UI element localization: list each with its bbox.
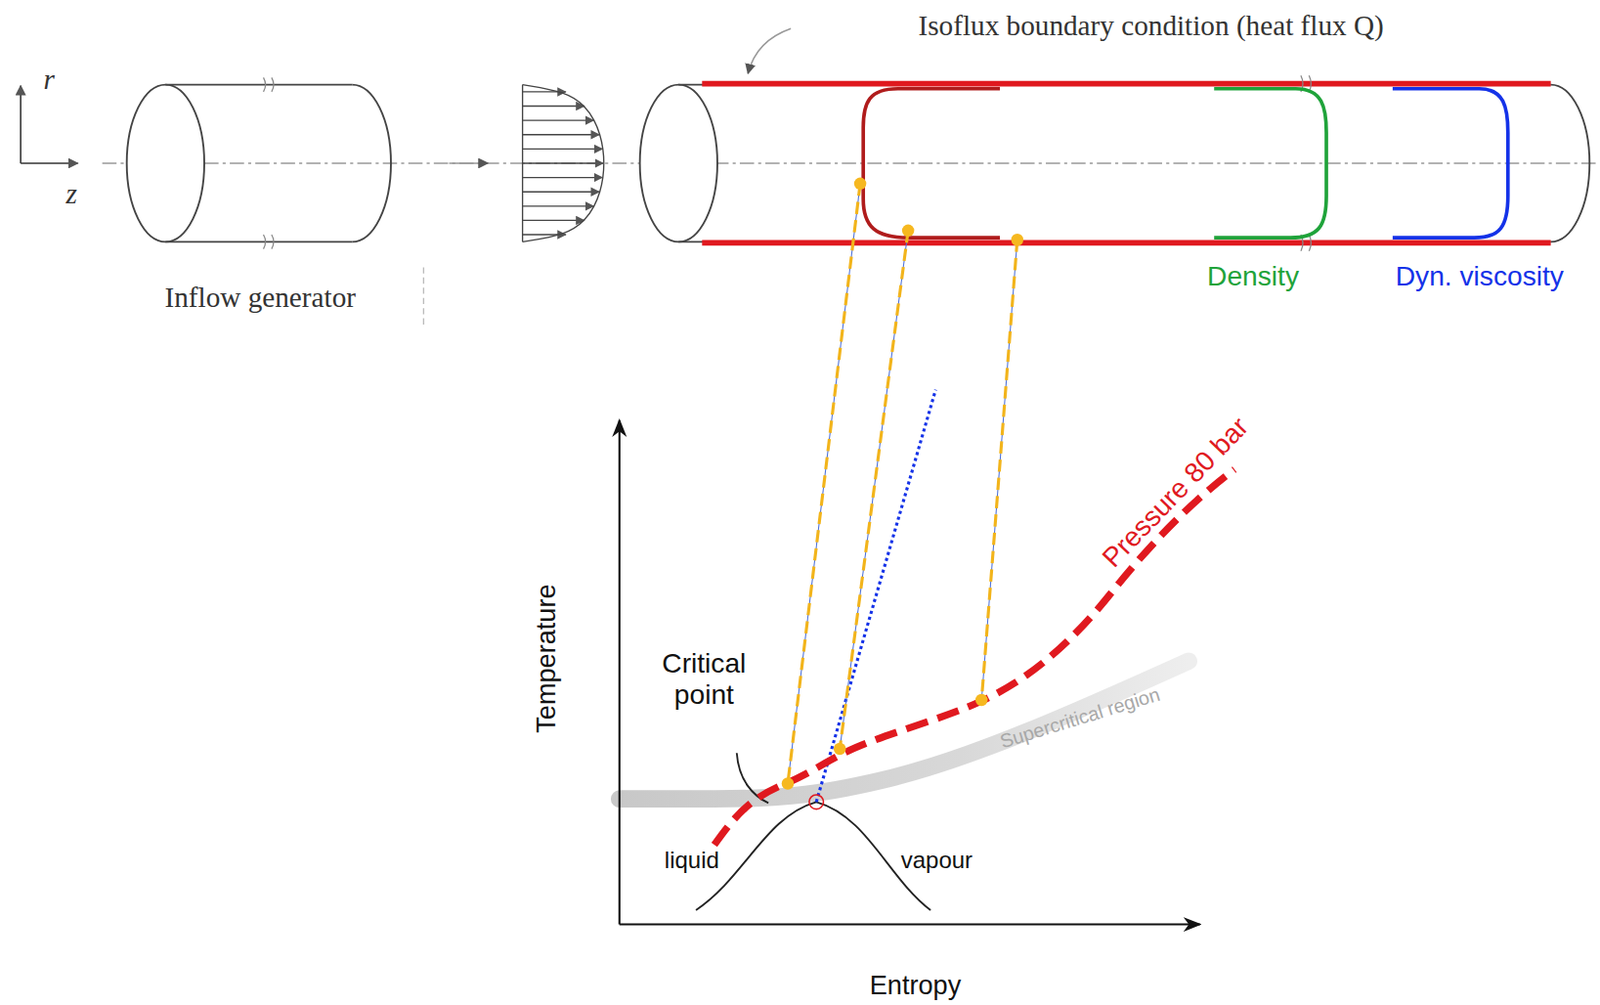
curve-label: Density: [1207, 259, 1299, 292]
velocity-arrow: [522, 219, 585, 221]
break-marks: [1300, 75, 1311, 252]
velocity-arrow: [522, 162, 604, 164]
mapping-core: [787, 183, 861, 784]
viscosity-profile: [1392, 88, 1509, 238]
velocity-arrow: [522, 205, 595, 207]
critical-point-marker: [809, 794, 824, 810]
chart-axes: [619, 420, 1201, 925]
saturation-dome: [695, 801, 931, 910]
velocity-arrow: [522, 191, 600, 193]
phase-label: vapour: [901, 846, 973, 874]
figure-stroke: [618, 420, 621, 925]
centre-line: [102, 162, 1600, 164]
figure-stroke: [640, 85, 718, 243]
figure-stroke: [701, 240, 1551, 247]
flow-arrow: [448, 162, 488, 165]
inflow-cylinder: [127, 77, 391, 249]
axis-label: r: [43, 63, 54, 97]
mapping-core: [839, 230, 909, 749]
heated-pipe: [640, 85, 1591, 243]
velocity-profile: [522, 85, 605, 243]
figure-stroke: [19, 86, 22, 164]
velocity-arrow: [522, 148, 603, 150]
mapping-dot: [854, 177, 867, 191]
density-profile: [1213, 88, 1327, 238]
velocity-curve: [522, 85, 605, 243]
mapping-line: [839, 230, 909, 749]
mapping-dot: [833, 742, 847, 756]
figure-stroke: [165, 240, 352, 243]
boundary-condition-note: Isoflux boundary condition (heat flux Q): [917, 9, 1384, 44]
mapping-core: [981, 239, 1018, 700]
temperature-profile: [863, 88, 1000, 238]
velocity-arrow: [522, 176, 603, 178]
figure-stroke: [678, 240, 1551, 243]
mapping-dot: [902, 224, 915, 238]
phase-label: liquid: [664, 846, 720, 874]
figure-stroke: [351, 85, 391, 243]
mapping-line: [787, 183, 861, 784]
curve-label: Pressure 80 bar: [1095, 410, 1255, 574]
figure-stroke: [619, 923, 1201, 926]
figure-stroke: [1551, 85, 1591, 243]
velocity-arrow: [522, 105, 585, 107]
velocity-arrow: [522, 133, 600, 135]
axis-title: Temperature: [530, 583, 562, 733]
mapping-dot: [975, 693, 989, 707]
figure-stroke: [165, 84, 352, 87]
axis-title: Entropy: [869, 969, 961, 1000]
axis-label: z: [65, 177, 77, 212]
figure-stroke: [263, 77, 274, 249]
velocity-arrow: [522, 119, 595, 121]
mapping-lines: [781, 177, 1024, 790]
divider-line: [423, 266, 425, 327]
figure-stroke: [1300, 75, 1311, 252]
part-name: Inflow generator: [164, 281, 356, 315]
region-label: Supercritical region: [996, 682, 1163, 752]
mapping-dot: [781, 777, 795, 790]
mapping-dot: [1011, 233, 1025, 247]
figure-stroke: [127, 85, 205, 243]
isoflux-wall: [701, 84, 1551, 244]
mapping-line: [981, 239, 1018, 700]
isoflux-leader: [747, 28, 791, 74]
point-label: Critical point: [645, 647, 763, 711]
figure-stroke: [678, 84, 1551, 87]
curve-label: Dyn. viscosity: [1395, 259, 1564, 292]
coordinate-axes: [20, 86, 78, 164]
figure-stroke: [701, 81, 1551, 87]
figure-stroke: [20, 162, 78, 165]
